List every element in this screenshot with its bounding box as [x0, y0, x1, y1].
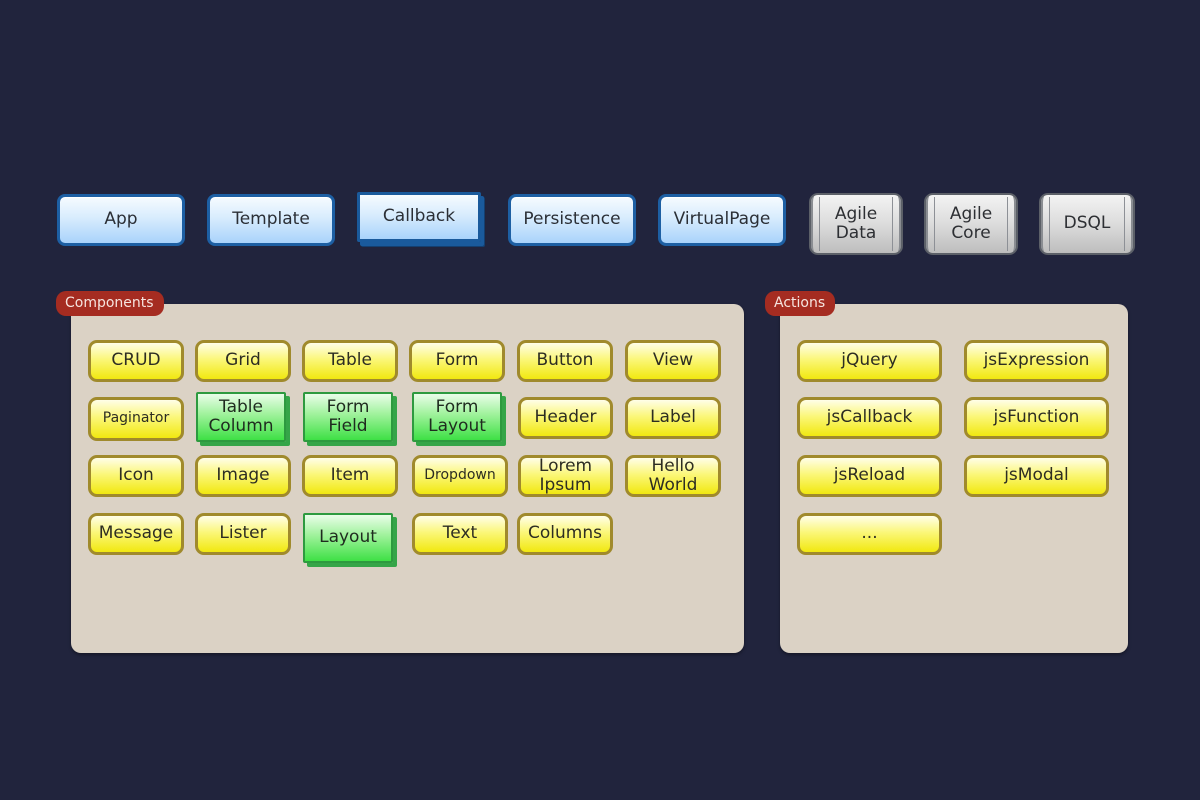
component-form-field[interactable]: Form Field: [303, 392, 393, 442]
component-lister[interactable]: Lister: [195, 513, 291, 555]
agile-data-label: Agile Data: [834, 203, 878, 243]
component-form-layout[interactable]: Form Layout: [412, 392, 502, 442]
actions-tag: Actions: [765, 291, 836, 316]
component-label: Form Layout: [428, 396, 486, 436]
component-form[interactable]: Form: [409, 340, 505, 382]
component-layout[interactable]: Layout: [303, 513, 393, 563]
dsql-block[interactable]: DSQL: [1039, 193, 1135, 255]
template-label: Template: [232, 209, 310, 230]
agile-core-label: Agile Core: [949, 203, 993, 243]
component-label: Paginator: [102, 410, 170, 427]
component-label: View: [652, 350, 694, 371]
action-jsmodal[interactable]: jsModal: [964, 455, 1109, 497]
component-label-block[interactable]: Label: [625, 397, 721, 439]
component-icon[interactable]: Icon: [88, 455, 184, 497]
component-label: Columns: [528, 523, 602, 544]
component-label: Text: [442, 523, 478, 544]
action-label: jsModal: [1004, 465, 1069, 486]
component-view[interactable]: View: [625, 340, 721, 382]
component-table-column[interactable]: Table Column: [196, 392, 286, 442]
component-label: Form: [435, 350, 479, 371]
app-block[interactable]: App: [57, 194, 185, 246]
component-text[interactable]: Text: [412, 513, 508, 555]
agile-data-block[interactable]: Agile Data: [809, 193, 903, 255]
component-label: Form Field: [326, 396, 370, 436]
component-label: Lister: [219, 523, 267, 544]
action-jsfunction[interactable]: jsFunction: [964, 397, 1109, 439]
callback-label: Callback: [382, 206, 456, 227]
component-label: Image: [216, 465, 270, 486]
dsql-label: DSQL: [1063, 213, 1111, 234]
component-label: Table: [328, 350, 372, 371]
component-label: Lorem Ipsum: [538, 455, 593, 495]
component-header[interactable]: Header: [518, 397, 613, 439]
component-button[interactable]: Button: [517, 340, 613, 382]
component-label: CRUD: [111, 350, 161, 371]
action-label: jsCallback: [826, 407, 913, 428]
action-label: jQuery: [841, 350, 898, 371]
component-label: Icon: [118, 465, 154, 486]
action-label: jsReload: [833, 465, 906, 486]
component-lorem-ipsum[interactable]: Lorem Ipsum: [518, 455, 613, 497]
action-label: jsFunction: [993, 407, 1080, 428]
component-label: Grid: [225, 350, 261, 371]
action-jquery[interactable]: jQuery: [797, 340, 942, 382]
component-dropdown[interactable]: Dropdown: [412, 455, 508, 497]
persistence-block[interactable]: Persistence: [508, 194, 636, 246]
component-label: Hello World: [648, 455, 698, 495]
components-tag: Components: [56, 291, 164, 316]
component-grid[interactable]: Grid: [195, 340, 291, 382]
component-label: Layout: [319, 527, 377, 548]
app-label: App: [104, 209, 138, 230]
component-image[interactable]: Image: [195, 455, 291, 497]
template-block[interactable]: Template: [207, 194, 335, 246]
component-columns[interactable]: Columns: [517, 513, 613, 555]
component-paginator[interactable]: Paginator: [88, 397, 184, 441]
virtualpage-block[interactable]: VirtualPage: [658, 194, 786, 246]
action-more[interactable]: ...: [797, 513, 942, 555]
persistence-label: Persistence: [523, 209, 621, 230]
component-item[interactable]: Item: [302, 455, 398, 497]
action-jsexpression[interactable]: jsExpression: [964, 340, 1109, 382]
callback-block[interactable]: Callback: [357, 192, 481, 242]
component-label: Button: [536, 350, 594, 371]
component-crud[interactable]: CRUD: [88, 340, 184, 382]
action-jscallback[interactable]: jsCallback: [797, 397, 942, 439]
action-jsreload[interactable]: jsReload: [797, 455, 942, 497]
component-hello-world[interactable]: Hello World: [625, 455, 721, 497]
component-message[interactable]: Message: [88, 513, 184, 555]
virtualpage-label: VirtualPage: [673, 209, 771, 230]
component-table[interactable]: Table: [302, 340, 398, 382]
action-label: jsExpression: [983, 350, 1090, 371]
component-label: Item: [330, 465, 370, 486]
component-label: Message: [98, 523, 174, 544]
component-label: Table Column: [208, 396, 274, 436]
component-label: Dropdown: [424, 467, 496, 484]
agile-core-block[interactable]: Agile Core: [924, 193, 1018, 255]
component-label: Label: [650, 407, 696, 428]
component-label: Header: [534, 407, 597, 428]
action-label: ...: [861, 523, 878, 544]
